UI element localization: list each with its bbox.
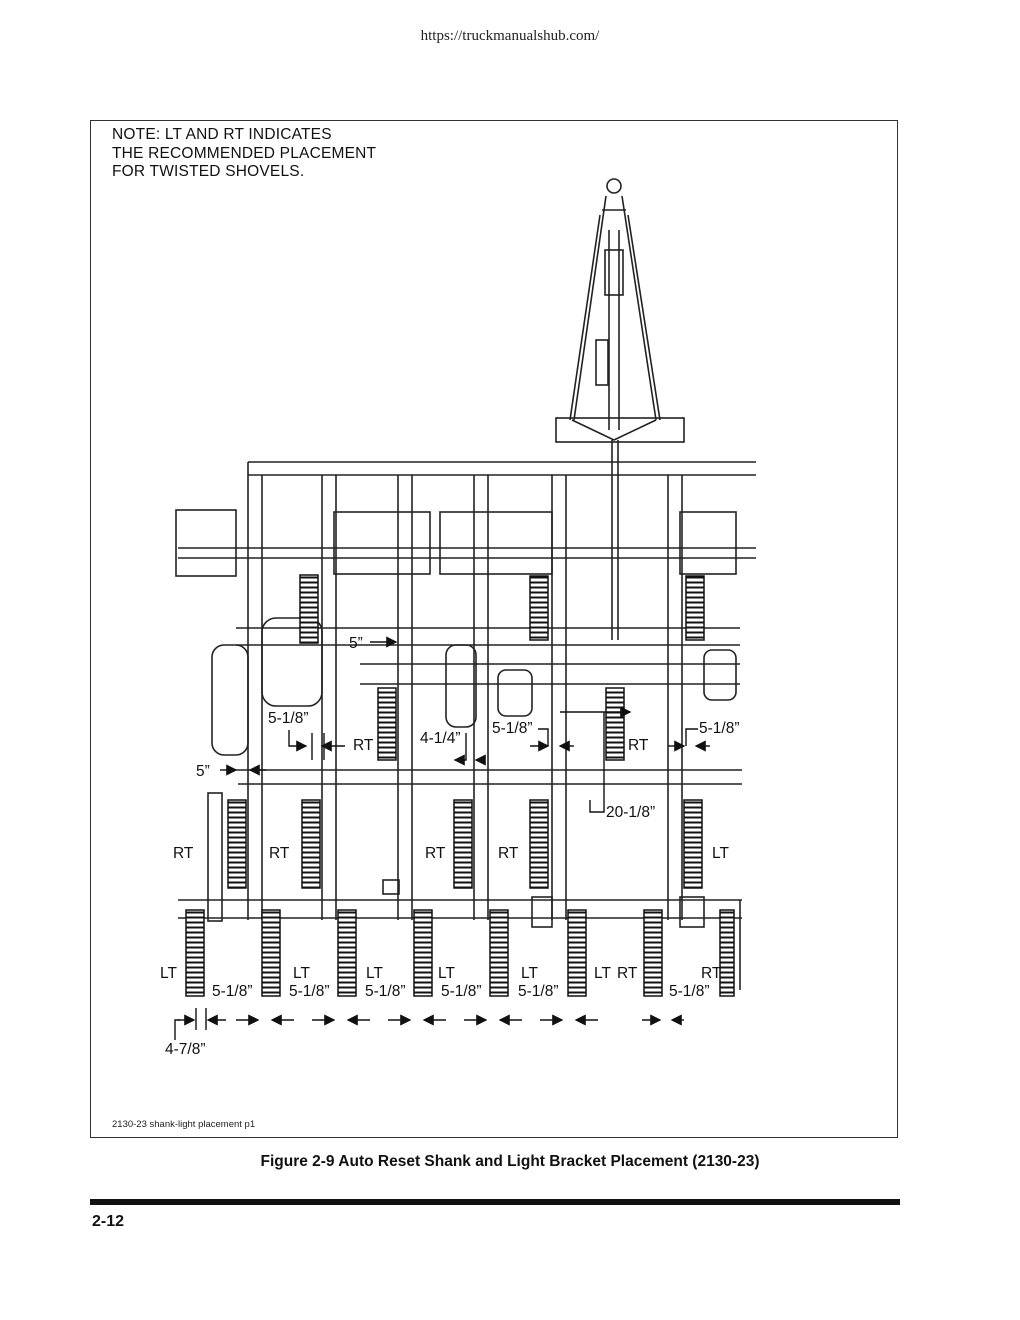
dimension-label: 5” <box>349 635 363 652</box>
shovel-label: LT <box>594 965 611 982</box>
footer-rule <box>90 1199 900 1205</box>
shovel-label: LT <box>293 965 310 982</box>
dimension-label: 5-1/8” <box>289 983 330 1000</box>
dimension-label: 5-1/8” <box>441 983 482 1000</box>
dimension-label: 5-1/8” <box>492 720 533 737</box>
shovel-label: LT <box>438 965 455 982</box>
dimension-label: 5-1/8” <box>268 710 309 727</box>
shovel-label: RT <box>498 845 519 862</box>
dimension-label: 5” <box>196 763 210 780</box>
shovel-label: RT <box>628 737 649 754</box>
note-line: FOR TWISTED SHOVELS. <box>112 163 305 180</box>
figure-credit: 2130-23 shank-light placement p1 <box>112 1119 256 1130</box>
figure-caption: Figure 2-9 Auto Reset Shank and Light Br… <box>260 1153 760 1170</box>
placement-note: NOTE: LT AND RT INDICATES THE RECOMMENDE… <box>112 126 376 182</box>
shovel-label: RT <box>353 737 374 754</box>
dimension-label: 5-1/8” <box>365 983 406 1000</box>
shovel-label: LT <box>160 965 177 982</box>
source-url: https://truckmanualshub.com/ <box>420 28 600 44</box>
shovel-label: LT <box>366 965 383 982</box>
figure-frame <box>90 120 898 1138</box>
shovel-labels: RT RT RT RT RT RT LT LT LT LT LT LT LT R… <box>160 737 729 982</box>
dimension-labels: 5” 5-1/8” 4-1/4” 5-1/8” 5-1/8” 5” 20-1/8… <box>165 635 740 1058</box>
dimension-label: 5-1/8” <box>518 983 559 1000</box>
shovel-label: RT <box>617 965 638 982</box>
shovel-label: RT <box>173 845 194 862</box>
dimension-label: 5-1/8” <box>669 983 710 1000</box>
note-line: THE RECOMMENDED PLACEMENT <box>112 144 377 162</box>
page-number: 2-12 <box>92 1213 125 1230</box>
shovel-label: LT <box>712 845 729 862</box>
shovel-label: RT <box>701 965 722 982</box>
hitch-tongue <box>569 178 661 640</box>
shovel-label: RT <box>425 845 446 862</box>
shank-assemblies <box>185 574 735 997</box>
dimension-lines <box>174 636 710 1040</box>
dimension-label: 4-1/4” <box>420 730 461 747</box>
main-frame <box>175 417 756 990</box>
shovel-label: LT <box>521 965 538 982</box>
note-line: NOTE: LT AND RT INDICATES <box>112 126 332 143</box>
dimension-label: 4-7/8” <box>165 1041 206 1058</box>
shovel-label: RT <box>269 845 290 862</box>
dimension-label: 5-1/8” <box>699 720 740 737</box>
dimension-label: 20-1/8” <box>606 804 655 821</box>
dimension-label: 5-1/8” <box>212 983 253 1000</box>
